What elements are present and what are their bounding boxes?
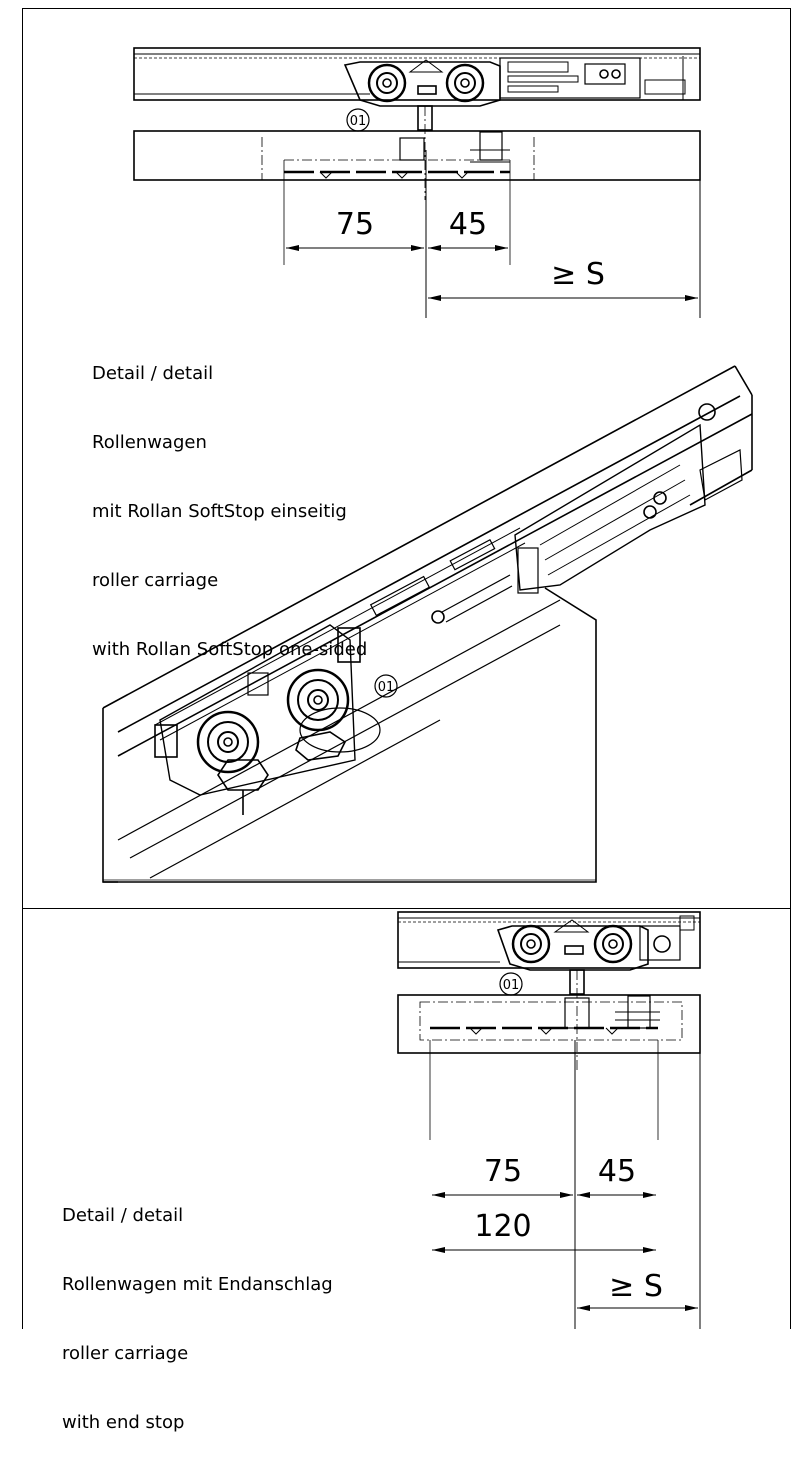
top-dim-45: 45 (449, 207, 487, 242)
bottom-dim-120: 120 (474, 1209, 531, 1244)
bottom-dimensions (432, 1040, 701, 1329)
bottom-track-side-view (397, 911, 701, 1070)
top-detail-note: Detail / detail Rollenwagen mit Rollan S… (92, 316, 367, 684)
top-detail-panel (22, 8, 791, 909)
bottom-note-line-3: roller carriage (62, 1343, 189, 1364)
top-note-line-2: Rollenwagen (92, 432, 207, 453)
bottom-note-line-2: Rollenwagen mit Endanschlag (62, 1274, 333, 1295)
top-dim-75: 75 (336, 207, 374, 242)
top-dim-min-s: ≥ S (551, 257, 605, 292)
top-note-line-5: with Rollan SoftStop one-sided (92, 639, 368, 660)
bottom-door-panel (397, 994, 701, 1140)
top-callout: 01 (346, 108, 370, 132)
isometric-carriage-view (102, 365, 753, 883)
top-note-line-1: Detail / detail (92, 363, 214, 384)
top-track-side-view (133, 47, 701, 200)
bottom-callout: 01 (499, 972, 523, 996)
top-dimensions (286, 150, 701, 318)
top-note-line-4: roller carriage (92, 570, 219, 591)
bottom-dim-75: 75 (484, 1154, 522, 1189)
iso-callout-text: 01 (378, 680, 395, 695)
bottom-callout-text: 01 (503, 978, 520, 993)
top-note-line-3: mit Rollan SoftStop einseitig (92, 501, 347, 522)
bottom-dim-min-s: ≥ S (609, 1269, 663, 1304)
bottom-detail-note: Detail / detail Rollenwagen mit Endansch… (62, 1158, 333, 1457)
iso-callout: 01 (374, 674, 398, 698)
top-door-panel (133, 130, 701, 265)
bottom-note-line-1: Detail / detail (62, 1205, 184, 1226)
technical-drawing: 01 75 45 ≥ S (102, 47, 753, 1329)
bottom-note-line-4: with end stop (62, 1412, 185, 1433)
top-callout-text: 01 (350, 114, 367, 129)
bottom-detail-panel (22, 908, 791, 1329)
bottom-dim-45: 45 (598, 1154, 636, 1189)
